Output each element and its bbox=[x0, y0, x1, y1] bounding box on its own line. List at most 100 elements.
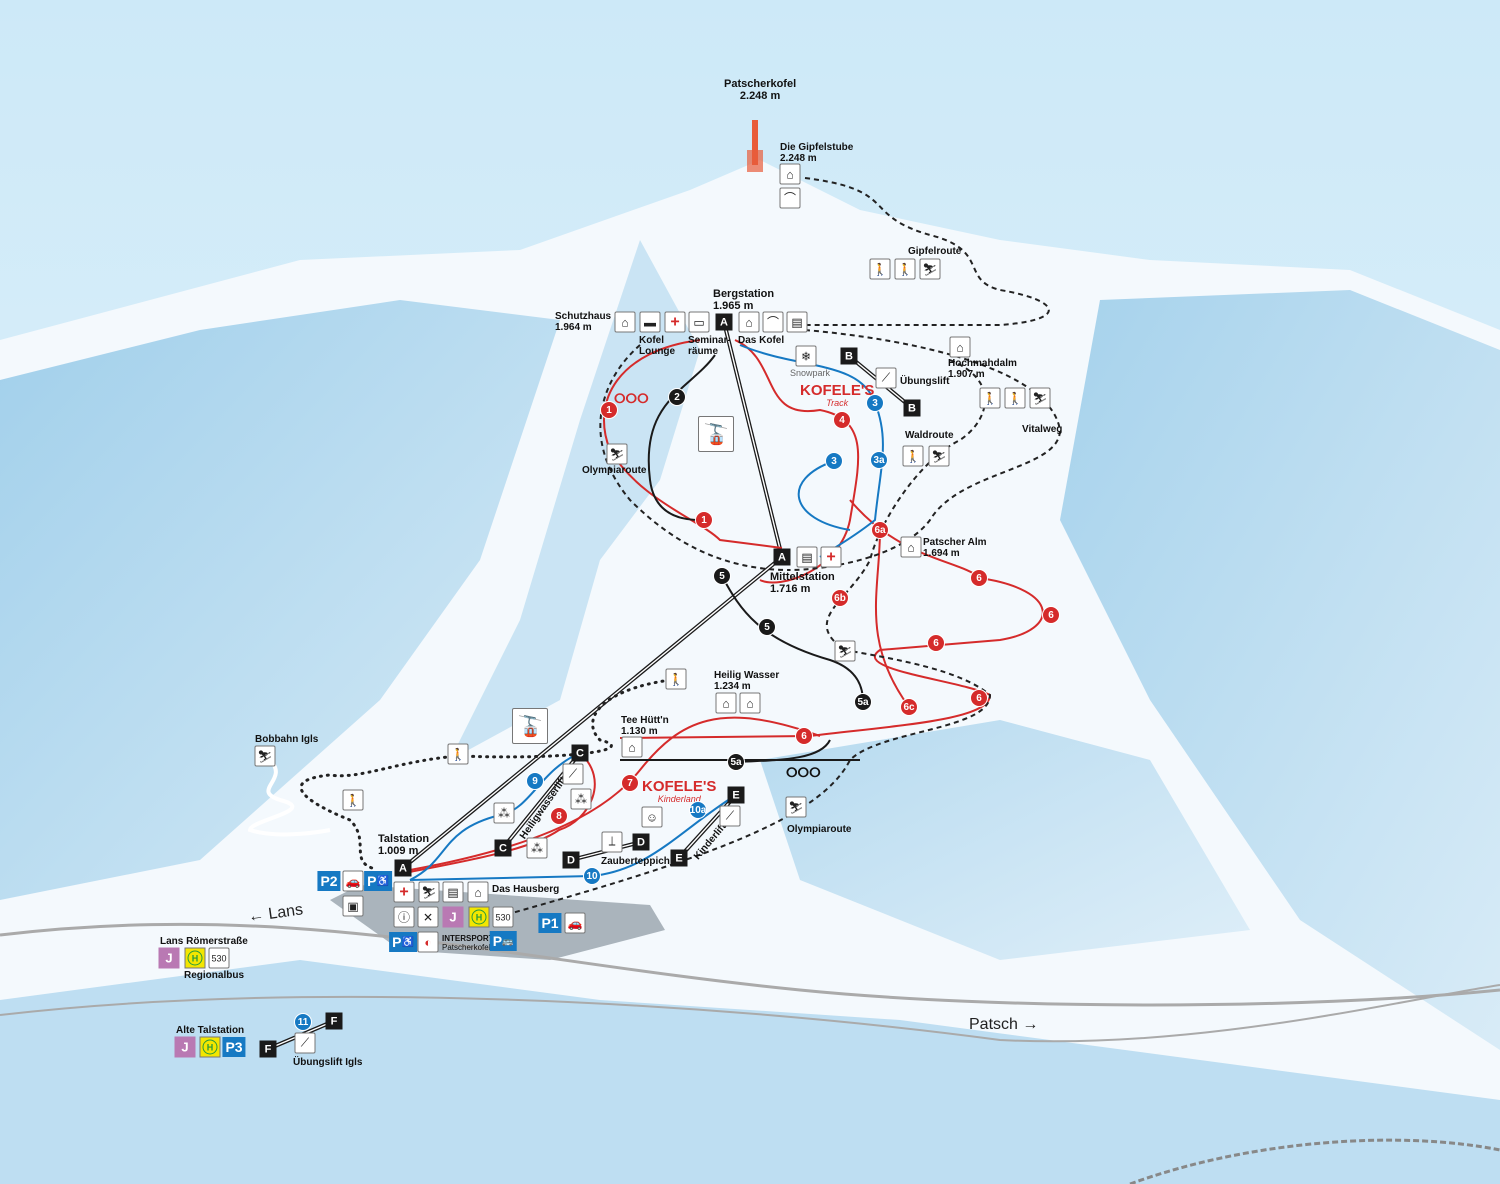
trail-marker-red[interactable]: 4 bbox=[833, 411, 851, 429]
parking-p1[interactable]: P1 bbox=[538, 913, 562, 933]
lift-marker-a[interactable]: A bbox=[715, 313, 733, 331]
parking-bus[interactable]: P🚌 bbox=[489, 931, 517, 951]
trail-marker-black[interactable]: 5 bbox=[758, 618, 776, 636]
parking-p2[interactable]: P2 bbox=[317, 871, 341, 891]
parking-p3[interactable]: P3 bbox=[222, 1037, 246, 1057]
lift-marker-f[interactable]: F bbox=[325, 1012, 343, 1030]
trail-marker-blue[interactable]: 3a bbox=[870, 451, 888, 469]
trail-marker-blue[interactable]: 9 bbox=[526, 772, 544, 790]
seminarraeume-label: Seminar-räume bbox=[688, 335, 731, 357]
trail-marker-blue[interactable]: 11 bbox=[294, 1013, 312, 1031]
hiking-icon: 🚶 bbox=[342, 789, 364, 811]
tour-ski-icon: ⛷ bbox=[834, 640, 856, 662]
olympiaroute-lower-label: Olympiaroute bbox=[787, 824, 852, 835]
seminar-icon: ▭ bbox=[688, 311, 710, 333]
drag-lift-icon: ⟋ bbox=[719, 805, 741, 827]
trail-marker-red[interactable]: 8 bbox=[550, 807, 568, 825]
info-icon: ⓘ bbox=[393, 906, 415, 928]
olympiaroute-label: Olympiaroute bbox=[582, 465, 647, 476]
bobsled-icon: ⛷ bbox=[254, 745, 276, 767]
trail-marker-red[interactable]: 6 bbox=[1042, 606, 1060, 624]
snow-cannon-icon: ⁂ bbox=[570, 788, 592, 810]
trail-marker-black[interactable]: 5a bbox=[854, 693, 872, 711]
lift-marker-f[interactable]: F bbox=[259, 1040, 277, 1058]
trail-marker-blue[interactable]: 10a bbox=[689, 801, 707, 819]
hiking-icon: 🚶 bbox=[869, 258, 891, 280]
waldroute-label: Waldroute bbox=[905, 430, 954, 441]
bus-line-530: 530 bbox=[492, 906, 514, 928]
trail-marker-red[interactable]: 6 bbox=[970, 569, 988, 587]
ticket-icon: ▤ bbox=[796, 546, 818, 568]
car-icon: 🚗 bbox=[342, 870, 364, 892]
ticket-machine-icon: ▣ bbox=[342, 895, 364, 917]
cloakroom-icon: ⌒ bbox=[779, 187, 801, 209]
hiking-icon: 🚶 bbox=[447, 743, 469, 765]
summit-tower-icon bbox=[747, 120, 763, 172]
lift-marker-c[interactable]: C bbox=[571, 744, 589, 762]
trail-marker-red[interactable]: 6 bbox=[795, 727, 813, 745]
trail-marker-black[interactable]: 2 bbox=[668, 388, 686, 406]
bus-line-530: 530 bbox=[208, 947, 230, 969]
gipfelroute-label: Gipfelroute bbox=[908, 246, 962, 257]
trail-marker-blue[interactable]: 10 bbox=[583, 867, 601, 885]
snow-cannon-icon: ⁂ bbox=[526, 837, 548, 859]
hut-icon: ⌂ bbox=[715, 692, 737, 714]
trail-marker-blue[interactable]: 3 bbox=[866, 394, 884, 412]
uebungslift-label: Übungslift bbox=[900, 376, 950, 387]
tour-ski-icon: ⛷ bbox=[606, 443, 628, 465]
trail-marker-red[interactable]: 6b bbox=[831, 589, 849, 607]
lift-marker-a[interactable]: A bbox=[773, 548, 791, 566]
drag-lift-icon: ⟋ bbox=[294, 1032, 316, 1054]
alte-talstation-label: Alte Talstation bbox=[176, 1025, 245, 1036]
trail-marker-red[interactable]: 6a bbox=[871, 521, 889, 539]
tour-ski-icon: ⛷ bbox=[1029, 387, 1051, 409]
lans-roemerstrasse-label: Lans Römerstraße bbox=[160, 936, 248, 947]
hiking-icon: 🚶 bbox=[665, 668, 687, 690]
trail-marker-red[interactable]: 1 bbox=[695, 511, 713, 529]
lift-marker-b[interactable]: B bbox=[903, 399, 921, 417]
kofel-lounge-label: Kofel Lounge bbox=[639, 335, 676, 357]
lift-marker-c[interactable]: C bbox=[494, 839, 512, 857]
trail-marker-black[interactable]: 5a bbox=[727, 753, 745, 771]
first-aid-icon: + bbox=[393, 881, 415, 903]
lift-marker-e[interactable]: E bbox=[670, 849, 688, 867]
trail-marker-red[interactable]: 6c bbox=[900, 698, 918, 716]
snowshoe-icon: 🚶 bbox=[894, 258, 916, 280]
magic-carpet-icon: ⟘ bbox=[601, 831, 623, 853]
tour-ski-icon: ⛷ bbox=[919, 258, 941, 280]
das-hausberg-label: Das Hausberg bbox=[492, 884, 560, 895]
trail-marker-blue[interactable]: 3 bbox=[825, 452, 843, 470]
lift-marker-b[interactable]: B bbox=[840, 347, 858, 365]
lift-marker-d[interactable]: D bbox=[632, 833, 650, 851]
intersport-logo-icon: ◐ bbox=[417, 931, 439, 953]
hiking-icon: 🚶 bbox=[979, 387, 1001, 409]
ski-school-icon: ⛷ bbox=[418, 881, 440, 903]
lift-marker-d[interactable]: D bbox=[562, 851, 580, 869]
lift-marker-e[interactable]: E bbox=[727, 786, 745, 804]
trail-marker-red[interactable]: 1 bbox=[600, 401, 618, 419]
ticket-icon: ▤ bbox=[786, 311, 808, 333]
wheelchair-icon: ♿ bbox=[376, 875, 389, 887]
trail-marker-red[interactable]: 7 bbox=[621, 774, 639, 792]
first-aid-icon: + bbox=[820, 546, 842, 568]
das-kofel-label: Das Kofel bbox=[738, 335, 785, 346]
parking-accessible[interactable]: P♿ bbox=[364, 871, 392, 891]
lift-marker-a[interactable]: A bbox=[394, 859, 412, 877]
bus-icon: 🚌 bbox=[502, 935, 514, 946]
trail-marker-red[interactable]: 6 bbox=[970, 689, 988, 707]
parking-accessible[interactable]: P♿ bbox=[389, 932, 417, 952]
bus-stop-icon: H bbox=[184, 947, 206, 969]
hut-icon: ⌂ bbox=[949, 336, 971, 358]
trail-marker-red[interactable]: 6 bbox=[927, 634, 945, 652]
trail-marker-black[interactable]: 5 bbox=[713, 567, 731, 585]
